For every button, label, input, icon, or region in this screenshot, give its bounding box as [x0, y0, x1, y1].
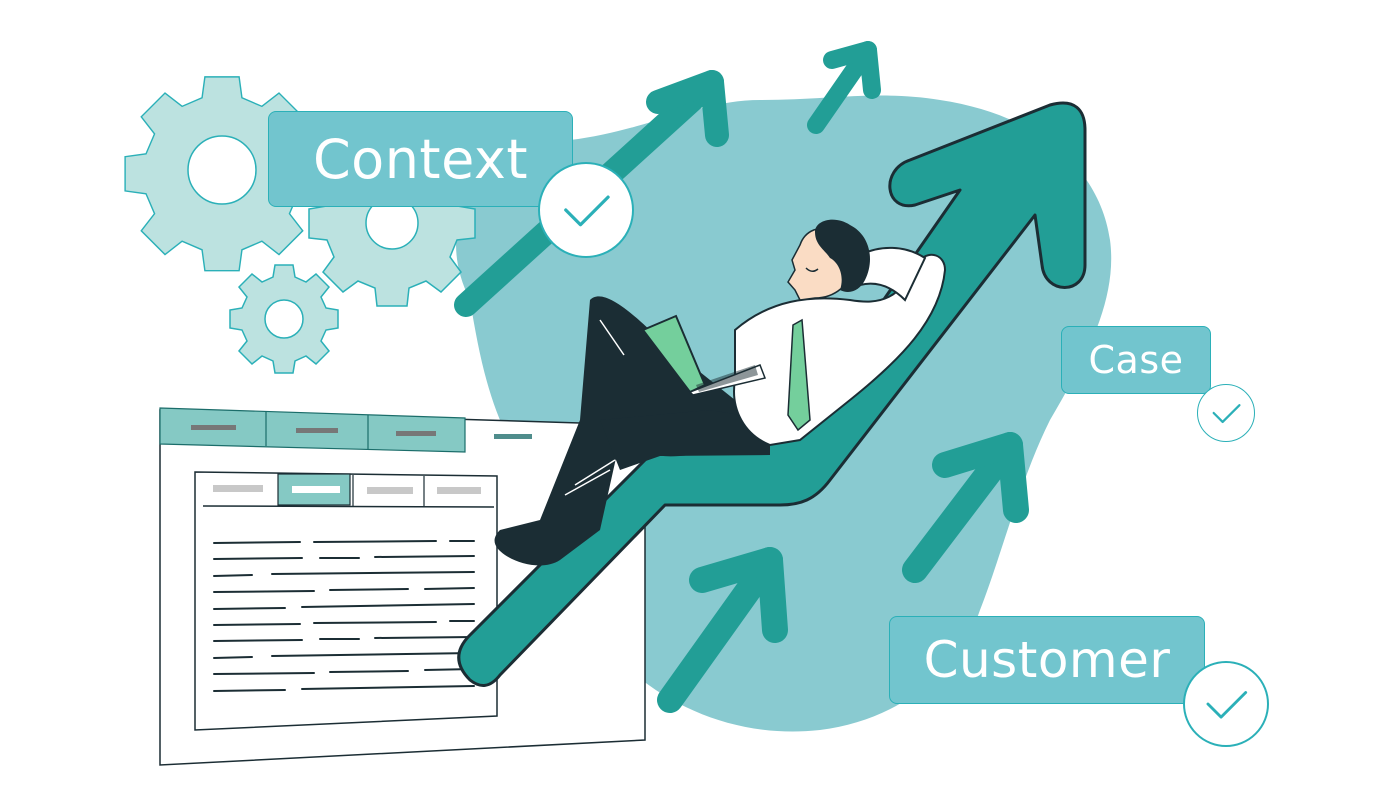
arrow-up-right-icon: [657, 547, 788, 713]
gear-icon: [229, 264, 339, 374]
arrow-up-right-icon: [902, 432, 1029, 583]
customer-label: Customer: [889, 616, 1205, 704]
checkmark-circle-icon: [1197, 384, 1255, 442]
businessman-figure: [494, 219, 947, 566]
document-window-icon: [159, 407, 646, 766]
laptop-icon: [641, 314, 767, 396]
arrow-up-right-icon: [807, 41, 881, 134]
checkmark-circle-icon: [1183, 661, 1269, 747]
context-label: Context: [268, 111, 573, 207]
checkmark-circle-icon: [538, 162, 634, 258]
case-label: Case: [1061, 326, 1211, 394]
